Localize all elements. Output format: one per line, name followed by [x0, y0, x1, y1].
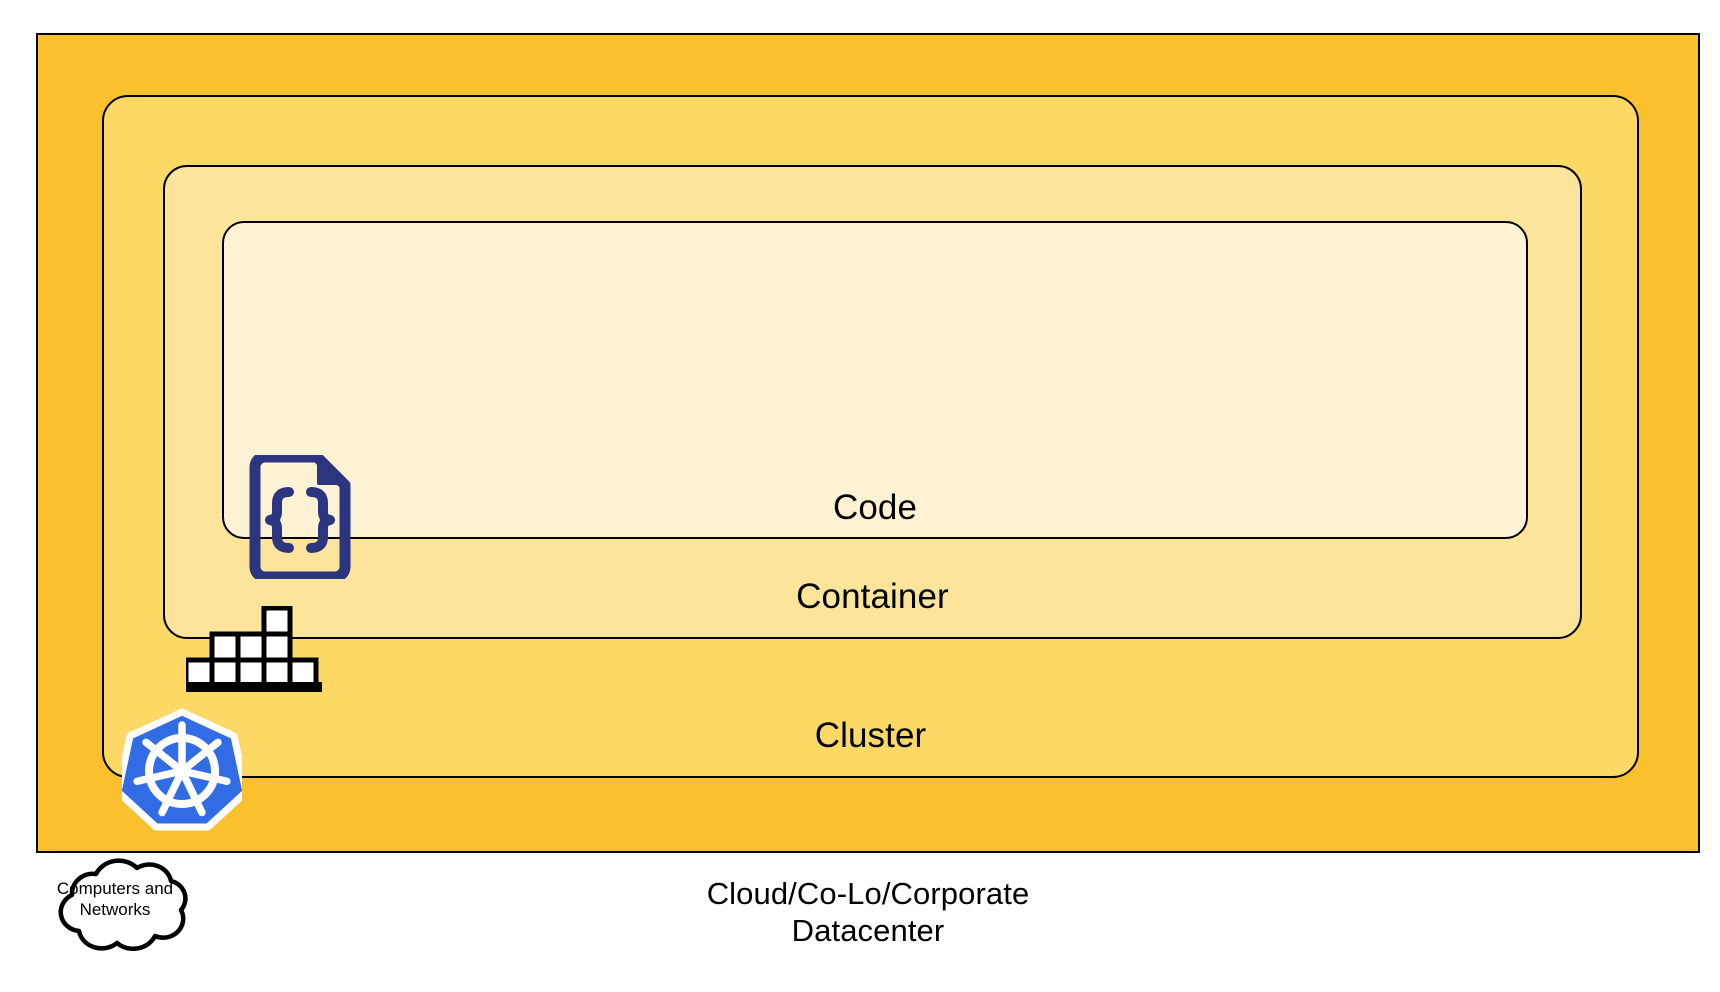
layer-label-container: Container [796, 577, 949, 616]
layer-label-datacenter: Cloud/Co-Lo/Corporate Datacenter [706, 876, 1030, 948]
layer-label-cluster: Cluster [814, 716, 927, 755]
layer-label-code: Code [832, 488, 918, 527]
container-bricks-icon [182, 605, 322, 692]
layer-code[interactable] [222, 221, 1528, 539]
code-file-icon [243, 451, 357, 583]
cloud-icon [32, 857, 200, 962]
kubernetes-icon [114, 708, 250, 835]
